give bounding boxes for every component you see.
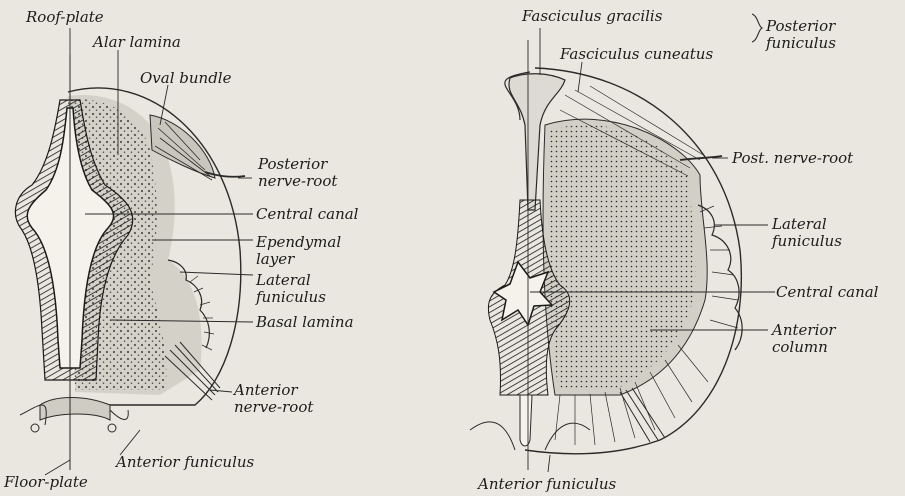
left-vessel-a	[31, 424, 39, 432]
left-cord-section	[15, 28, 253, 475]
label-oval-bundle: Oval bundle	[140, 70, 231, 87]
label-fasciculus-cuneatus: Fasciculus cuneatus	[560, 46, 713, 63]
label-left-anterior-funiculus: Anterior funiculus	[116, 454, 254, 471]
label-anterior-column: Anterior column	[772, 322, 836, 356]
left-floor-plate-region	[40, 398, 110, 421]
label-post-nerve-root: Post. nerve-root	[732, 150, 853, 167]
label-right-lateral-funiculus: Lateral funiculus	[772, 216, 842, 250]
label-alar-lamina: Alar lamina	[93, 34, 181, 51]
label-floor-plate: Floor-plate	[4, 474, 88, 491]
label-fasciculus-gracilis: Fasciculus gracilis	[522, 8, 662, 25]
right-anterior-nerve-root	[620, 388, 665, 442]
label-roof-plate: Roof-plate	[26, 9, 104, 26]
posterior-funiculus-bracket	[752, 14, 762, 42]
label-left-lateral-funiculus: Lateral funiculus	[256, 272, 326, 306]
right-anterior-fissure	[520, 395, 532, 446]
label-posterior-funiculus: Posterior funiculus	[766, 18, 836, 52]
label-ependymal-layer: Ependymal layer	[256, 234, 341, 268]
label-left-posterior-nerve-root: Posterior nerve-root	[258, 156, 337, 190]
left-vessel-b	[108, 424, 116, 432]
label-basal-lamina: Basal lamina	[256, 314, 354, 331]
right-cord-section	[470, 14, 775, 472]
label-right-anterior-funiculus: Anterior funiculus	[478, 476, 616, 493]
label-left-central-canal: Central canal	[256, 206, 358, 223]
label-right-central-canal: Central canal	[776, 284, 878, 301]
label-left-anterior-nerve-root: Anterior nerve-root	[234, 382, 313, 416]
